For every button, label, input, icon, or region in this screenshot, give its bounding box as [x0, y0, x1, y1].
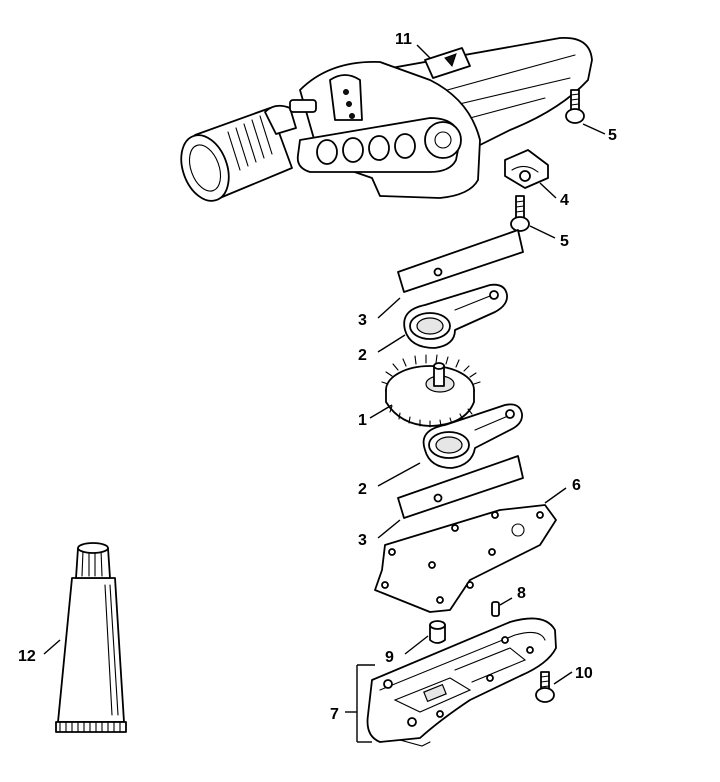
callout-2-lower: 2	[358, 481, 367, 498]
callout-labels: 11 5 4 5 3 2 1 2 3 6 8 9 7 10 12	[18, 31, 617, 723]
callout-3-upper: 3	[358, 312, 367, 329]
callout-10: 10	[575, 665, 593, 682]
part-6-gasket-plate	[374, 504, 557, 613]
part-5-screw-top	[565, 89, 585, 124]
tube-slots	[227, 115, 273, 171]
part-9-sleeve	[429, 620, 446, 644]
callout-8: 8	[517, 585, 526, 602]
part-2-bearing-arm-upper	[403, 283, 508, 349]
part-3-gasket-lower	[397, 455, 524, 519]
part-11-label-plate	[424, 47, 471, 79]
callout-9: 9	[385, 649, 394, 666]
callout-2-upper: 2	[358, 347, 367, 364]
gear-teeth	[381, 354, 481, 428]
callout-4: 4	[560, 192, 569, 209]
callout-11: 11	[395, 31, 412, 48]
callout-12: 12	[18, 648, 36, 665]
part-4-clip	[504, 149, 549, 189]
part-8-pin	[491, 601, 500, 617]
leader-lines	[43, 44, 606, 743]
part-7-base-housing	[366, 617, 557, 747]
part-1-gear	[381, 354, 481, 428]
gear-housing	[180, 37, 593, 202]
part-5-screw-bottom	[510, 195, 530, 232]
callout-5-bottom: 5	[560, 233, 569, 250]
callout-3-lower: 3	[358, 532, 367, 549]
part-2-bearing-arm-lower	[422, 403, 523, 469]
part-12-grease-tube	[55, 542, 127, 733]
callout-6: 6	[572, 477, 581, 494]
callout-5-top: 5	[608, 127, 617, 144]
part-10-screw	[535, 671, 555, 703]
callout-1: 1	[358, 412, 367, 429]
part-3-gasket-upper	[397, 229, 524, 293]
callout-7: 7	[330, 706, 339, 723]
